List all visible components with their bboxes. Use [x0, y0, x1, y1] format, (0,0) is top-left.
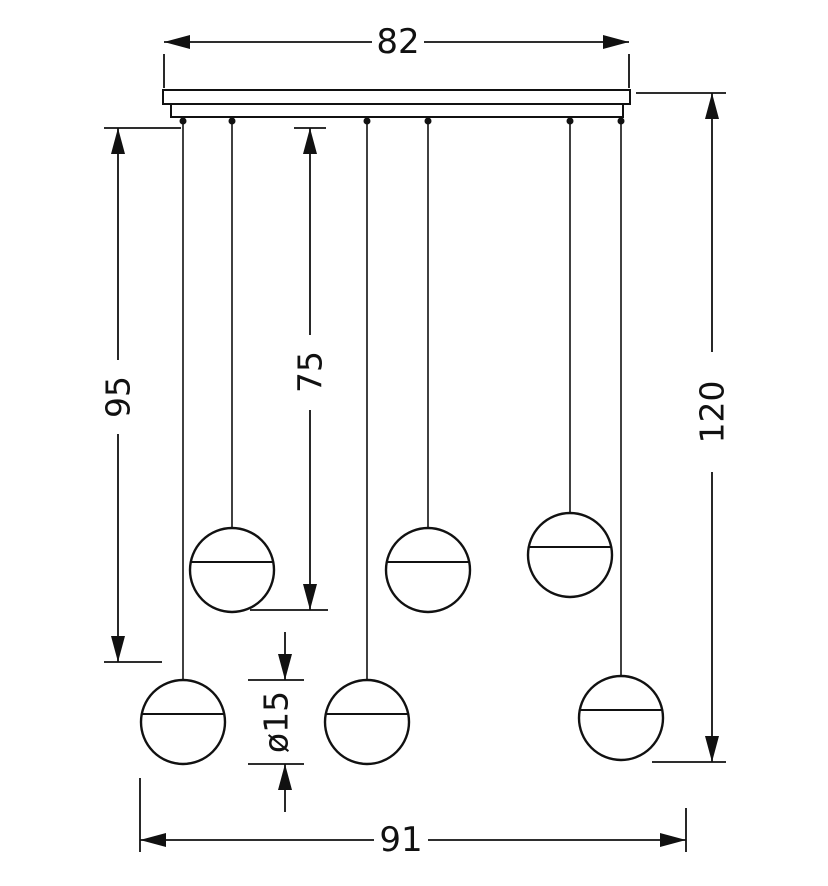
dimension-label-total-drop: 120 [693, 381, 732, 444]
dimension-label-sphere-diameter: ø15 [257, 691, 296, 753]
arrowhead-down [303, 584, 317, 610]
ceiling-bar-top [162, 89, 631, 105]
dimension-bar-width: 82 [163, 22, 630, 88]
lamp-sphere [323, 678, 411, 766]
ceiling-bar [162, 89, 631, 125]
dimension-overall-width: 91 [139, 778, 687, 860]
dimension-left-drop: 95 [99, 127, 181, 663]
arrowhead-right [603, 35, 629, 49]
dimension-label-overall-width: 91 [379, 820, 422, 860]
arrowhead-up [278, 764, 292, 790]
dimension-label-left-drop: 95 [99, 376, 138, 418]
dimension-label-mid-drop: 75 [291, 351, 330, 393]
arrowhead-down [705, 736, 719, 762]
arrowhead-down [278, 654, 292, 680]
lamp-sphere [384, 526, 472, 614]
arrowhead-down [111, 636, 125, 662]
arrowhead-left [140, 833, 166, 847]
dimension-mid-drop: 75 [250, 127, 330, 611]
lamp-sphere [577, 674, 665, 762]
lamp-sphere [526, 511, 614, 599]
arrowhead-up [111, 128, 125, 154]
lamp-sphere [188, 526, 276, 614]
suspension-cords [182, 121, 622, 681]
dimension-total-drop: 120 [636, 92, 732, 763]
arrowhead-left [164, 35, 190, 49]
dimension-sphere-diameter: ø15 [248, 632, 304, 812]
ceiling-bar-bottom [170, 103, 624, 118]
arrowhead-up [303, 128, 317, 154]
arrowhead-up [705, 93, 719, 119]
dimension-label-bar-width: 82 [376, 22, 419, 62]
lamp-spheres [139, 511, 665, 766]
lamp-sphere [139, 678, 227, 766]
arrowhead-right [660, 833, 686, 847]
